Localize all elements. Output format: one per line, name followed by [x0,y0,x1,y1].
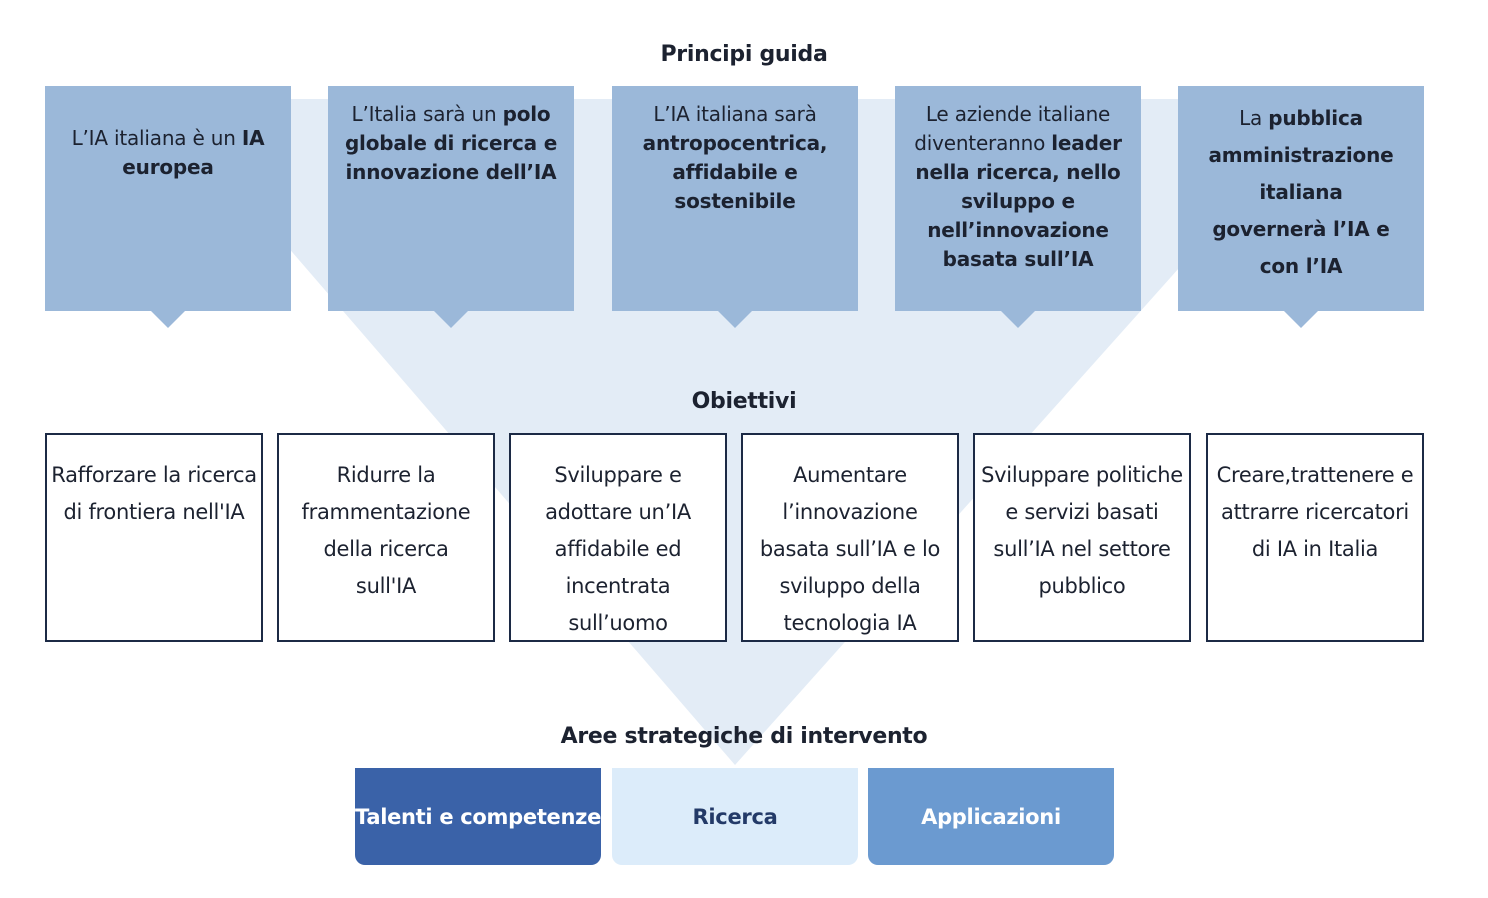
objective-box-6: Creare,trattenere e attrarre ricercatori… [1206,433,1424,642]
area-applicazioni: Applicazioni [868,768,1114,865]
principle-1-bold: IA europea [122,126,265,179]
principle-4-pointer [1001,311,1035,328]
principle-4-text: Le aziende italiane diventeranno [914,102,1111,155]
areas-heading: Aree strategiche di intervento [560,724,928,749]
objective-box-2: Ridurre la frammentazione della ricerca … [277,433,495,642]
principle-5-text: La [1239,106,1269,130]
principle-5-pointer [1284,311,1318,328]
principle-5-bold: pubblica amministrazione italiana govern… [1208,106,1394,278]
principle-3-pointer [718,311,752,328]
principle-box-3: L’IA italiana sarà antropocentrica, affi… [612,86,858,328]
principle-3-text: L’IA italiana sarà [653,102,817,126]
principle-3-bold: antropocentrica, affidabile e sostenibil… [642,131,828,213]
principle-1-pointer [151,311,185,328]
principle-4-bold: leader nella ricerca, nello sviluppo e n… [915,131,1122,271]
principle-box-2: L’Italia sarà un polo globale di ricerca… [328,86,574,328]
objective-box-1: Rafforzare la ricerca di frontiera nell'… [45,433,263,642]
principle-1-text: L’IA italiana è un [71,126,242,150]
principle-box-5: La pubblica amministrazione italiana gov… [1178,86,1424,328]
principle-2-text: L’Italia sarà un [351,102,503,126]
objective-box-5: Sviluppare politiche e servizi basati su… [973,433,1191,642]
objective-box-4: Aumentare l’innovazione basata sull’IA e… [741,433,959,642]
objective-box-3: Sviluppare e adottare un’IA affidabile e… [509,433,727,642]
principles-heading: Principi guida [660,42,828,67]
principle-2-bold: polo globale di ricerca e innovazione de… [344,102,558,184]
principle-2-pointer [434,311,468,328]
area-talenti-e-competenze: Talenti e competenze [355,768,601,865]
objectives-heading: Obiettivi [691,389,797,414]
principle-box-1: L’IA italiana è un IA europea [45,86,291,328]
principle-box-4: Le aziende italiane diventeranno leader … [895,86,1141,328]
area-ricerca: Ricerca [612,768,858,865]
